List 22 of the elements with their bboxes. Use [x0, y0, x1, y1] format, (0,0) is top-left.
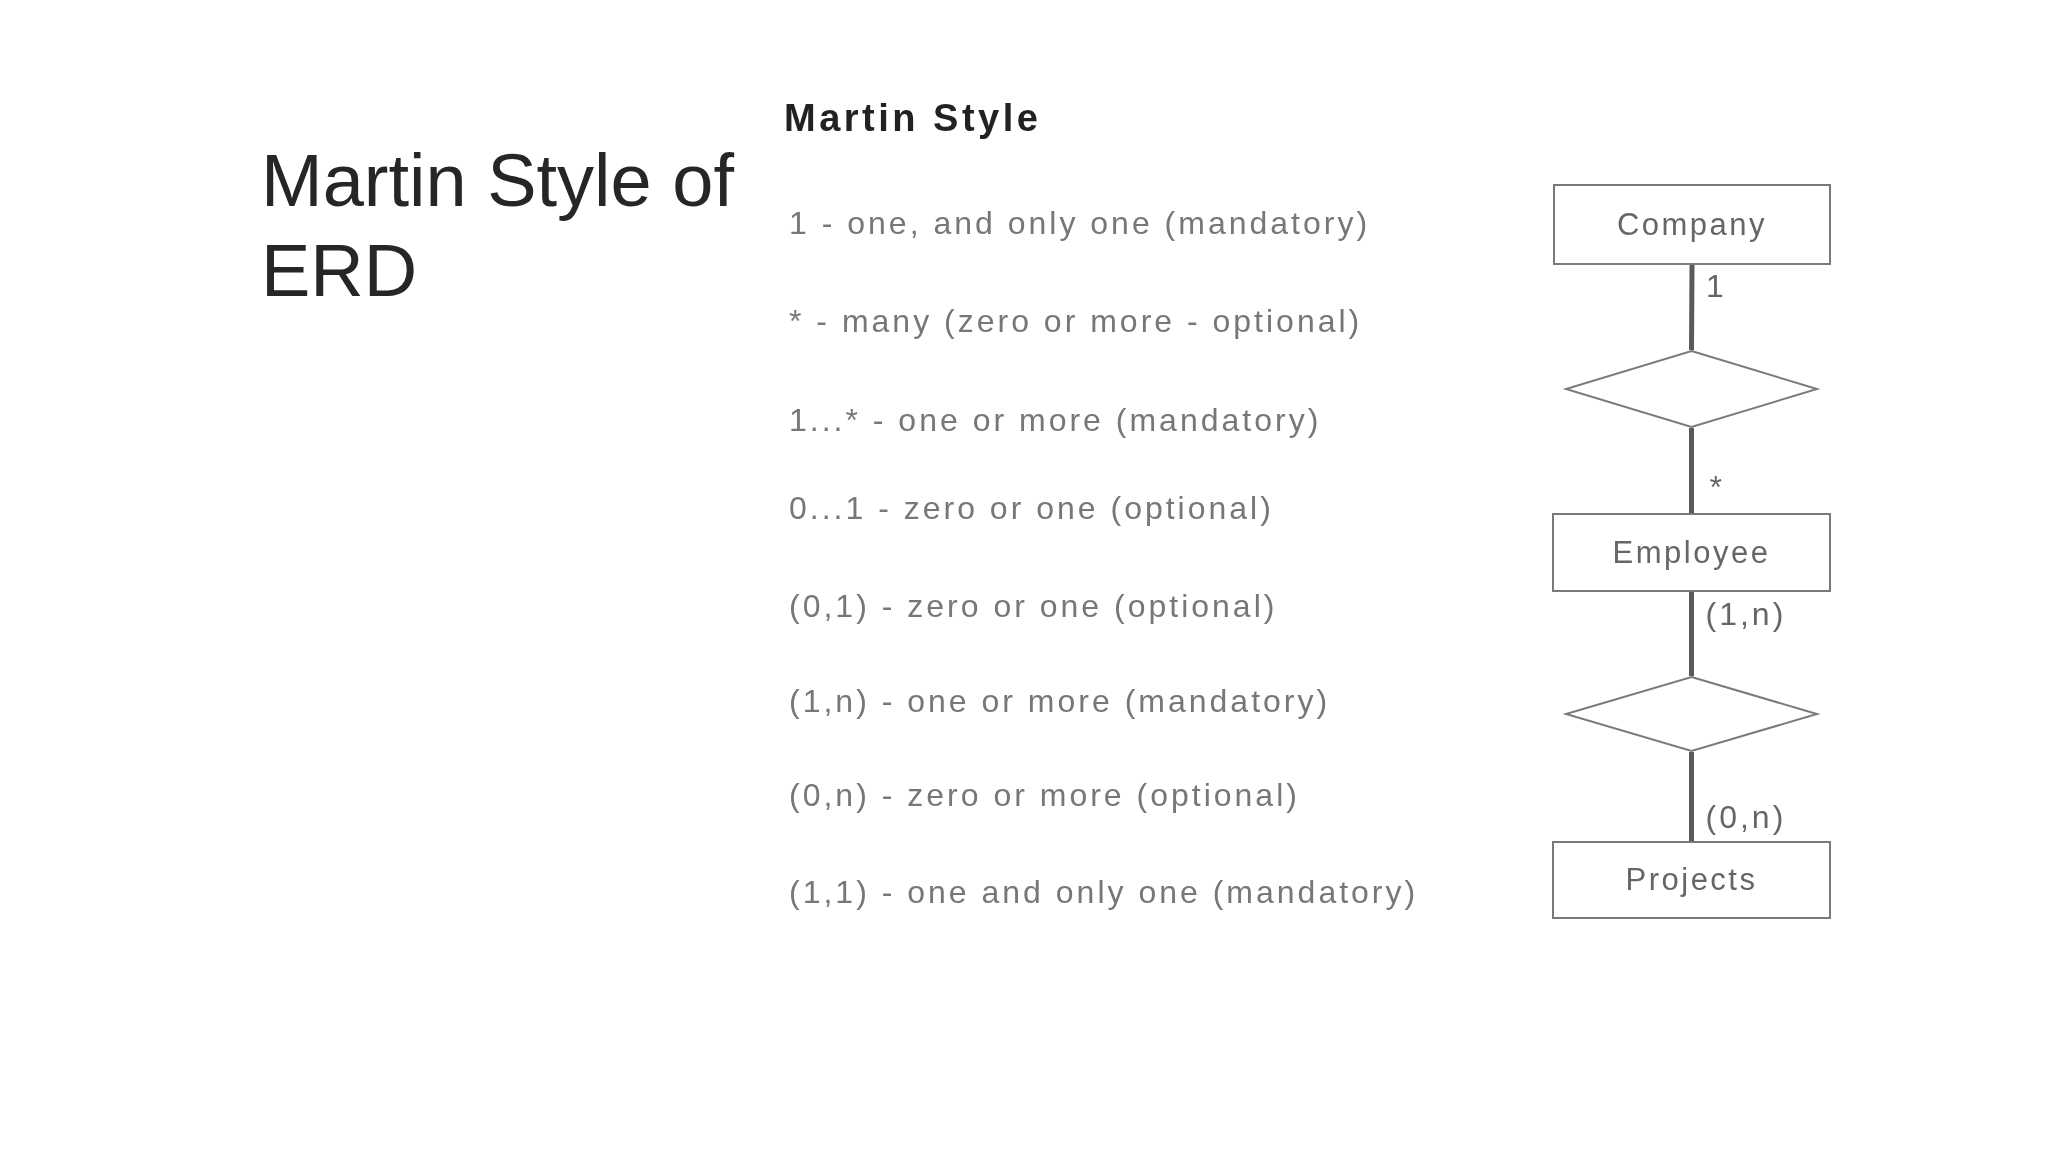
connector-line [1689, 752, 1694, 841]
notation-definition: (1,n) - one or more (mandatory) [789, 682, 1331, 720]
entity-name: Employee [1612, 534, 1771, 571]
relationship-diamond [1565, 350, 1818, 428]
connector-line [1689, 428, 1694, 513]
notation-definition: (1,1) - one and only one (mandatory) [789, 873, 1419, 911]
notation-definition: * - many (zero or more - optional) [789, 302, 1363, 340]
entity-box [1552, 841, 1831, 919]
connector-line [1689, 592, 1694, 676]
relationship-diamond [1565, 676, 1818, 752]
entity-box [1552, 513, 1831, 592]
figure-heading: Martin Style [784, 96, 1042, 141]
connector-line [1689, 265, 1695, 350]
slide-title: Martin Style of ERD [261, 138, 736, 314]
entity-name: Projects [1625, 862, 1758, 898]
entity-box [1553, 184, 1831, 265]
notation-definition: 0...1 - zero or one (optional) [789, 489, 1274, 527]
notation-definition: (0,n) - zero or more (optional) [789, 776, 1300, 814]
entity-name: Company [1616, 206, 1768, 243]
notation-definition: 1...* - one or more (mandatory) [789, 401, 1322, 439]
notation-definition: (0,1) - zero or one (optional) [789, 587, 1278, 625]
notation-definition: 1 - one, and only one (mandatory) [789, 204, 1371, 242]
